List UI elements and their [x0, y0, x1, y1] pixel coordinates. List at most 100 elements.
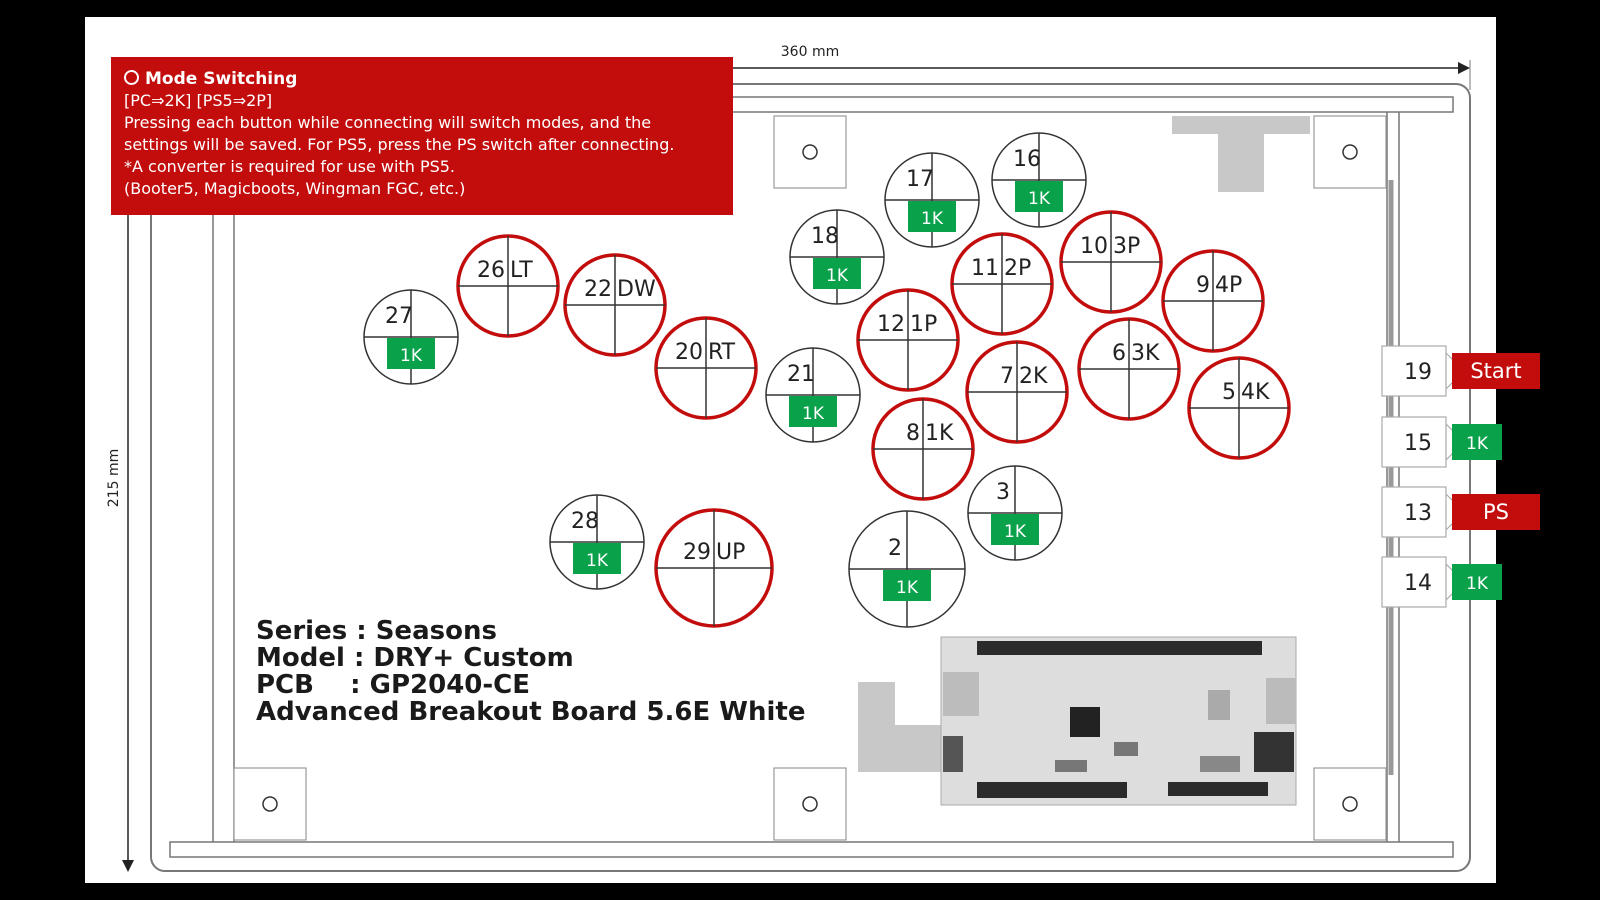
side-button-13: 13 PS [1381, 486, 1540, 538]
t-bracket [1172, 116, 1310, 192]
side-button-cap [1445, 563, 1454, 601]
function-label: 3K [1131, 341, 1160, 366]
pin-label: 26 [477, 258, 505, 283]
height-label: 215 mm [106, 449, 122, 507]
width-label: 360 mm [781, 44, 839, 60]
button-17: 17 1K [884, 152, 980, 248]
side-pin-label: 13 [1404, 501, 1432, 526]
function-label: 2K [1019, 364, 1048, 389]
resistor-badge [908, 201, 956, 232]
pin-label: 5 [1222, 380, 1236, 405]
side-button-body [1381, 416, 1447, 468]
resistor-label: 1K [400, 346, 423, 366]
button-28: 28 1K [549, 494, 645, 590]
mounting-holes [262, 144, 1358, 812]
function-label: 1P [910, 312, 937, 337]
pin-label: 2 [888, 536, 902, 561]
function-label: 2P [1004, 256, 1031, 281]
pin-label: 10 [1080, 234, 1108, 259]
info-line: (Booter5, Magicboots, Wingman FGC, etc.) [124, 179, 466, 198]
resistor-badge [813, 258, 861, 289]
resistor-label: 1K [802, 404, 825, 424]
side-button-body [1381, 486, 1447, 538]
pin-label: 27 [385, 304, 413, 329]
side-label-badge [1452, 353, 1540, 389]
mounting-posts [233, 115, 1387, 841]
side-pin-label: 15 [1404, 431, 1432, 456]
button-3: 3 1K [967, 465, 1063, 561]
pin-label: 21 [787, 362, 815, 387]
pin-label: 11 [971, 256, 999, 281]
circle-icon [124, 70, 139, 85]
side-label-text: 1K [1466, 574, 1489, 594]
pin-label: 20 [675, 340, 703, 365]
function-label: DW [617, 277, 656, 302]
side-pin-label: 14 [1404, 571, 1432, 596]
spec-board: Advanced Breakout Board 5.6E White [256, 697, 806, 727]
spec-block: Series : Seasons Model : DRY+ Custom PCB… [256, 618, 805, 726]
pin-label: 29 [683, 540, 711, 565]
spec-model: Model : DRY+ Custom [256, 643, 574, 673]
pin-label: 3 [996, 480, 1010, 505]
pin-label: 12 [877, 312, 905, 337]
side-button-body [1381, 556, 1447, 608]
l-bracket [858, 682, 942, 772]
resistor-label: 1K [921, 209, 944, 229]
function-label: UP [716, 540, 745, 565]
side-button-cap [1445, 493, 1454, 531]
info-title: Mode Switching [124, 68, 721, 90]
pin-label: 6 [1112, 341, 1126, 366]
pin-label: 8 [906, 421, 920, 446]
resistor-badge [883, 570, 931, 601]
pin-label: 28 [571, 509, 599, 534]
resistor-label: 1K [1028, 189, 1051, 209]
side-label-badge [1452, 424, 1502, 460]
height-dimension [122, 215, 134, 872]
function-label: 1K [925, 421, 954, 446]
pin-label: 7 [1000, 364, 1014, 389]
function-label: RT [708, 340, 736, 365]
resistor-badge [387, 338, 435, 369]
function-label: 3P [1113, 234, 1140, 259]
spec-pcb: PCB : GP2040-CE [256, 670, 531, 700]
resistor-label: 1K [586, 551, 609, 571]
function-label: 4P [1215, 273, 1242, 298]
spec-series: Series : Seasons [256, 616, 497, 646]
pin-label: 17 [906, 167, 934, 192]
side-pin-label: 19 [1404, 360, 1432, 385]
button-27: 27 1K [363, 289, 459, 385]
resistor-label: 1K [896, 578, 919, 598]
button-21: 21 1K [765, 347, 861, 443]
side-button-14: 14 1K [1381, 556, 1502, 608]
pcb-board-image [940, 636, 1297, 806]
side-button-body [1381, 345, 1447, 397]
resistor-label: 1K [1004, 522, 1027, 542]
info-line: [PC⇒2K] [PS5⇒2P] [124, 91, 273, 110]
info-line: settings will be saved. For PS5, press t… [124, 135, 675, 154]
button-2: 2 1K [848, 510, 966, 628]
side-label-text: PS [1483, 500, 1509, 524]
mode-switching-info-box: Mode Switching [PC⇒2K] [PS5⇒2P] Pressing… [111, 57, 733, 215]
info-line: Pressing each button while connecting wi… [124, 113, 652, 132]
resistor-badge [1015, 181, 1063, 212]
function-label: LT [510, 258, 533, 283]
side-label-badge [1452, 564, 1502, 600]
resistor-badge [789, 396, 837, 427]
pin-label: 9 [1196, 273, 1210, 298]
